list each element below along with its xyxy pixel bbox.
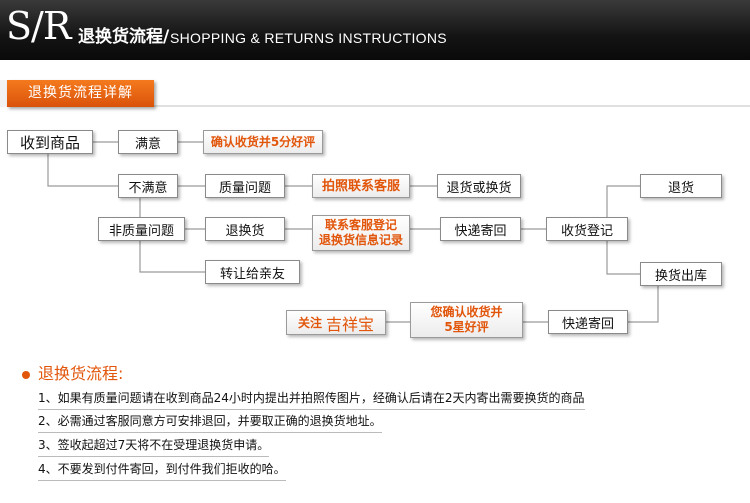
box-unsatisfied: 不满意	[118, 174, 178, 198]
box-contact-register: 联系客服登记 退换货信息记录	[312, 215, 410, 251]
follow-shop-name: 吉祥宝	[326, 314, 375, 334]
banner-title-cn: 退换货流程/	[78, 27, 170, 47]
box-refund: 退货	[640, 174, 722, 198]
section-divider	[7, 105, 750, 107]
box-follow-shop: 关注 吉祥宝	[286, 310, 386, 335]
note-item-3: 3、签收起超过7天将不在受理退换货申请。	[38, 436, 270, 457]
box-return-exchange: 退换货	[205, 217, 285, 241]
header-banner: S/R 退换货流程/ SHOPPING & RETURNS INSTRUCTIO…	[0, 0, 750, 60]
section-tag: 退换货流程详解	[7, 80, 154, 107]
box-transfer: 转让给亲友	[205, 260, 300, 284]
final-confirm-line-2: 5星好评	[444, 320, 489, 334]
note-item-1: 1、如果有质量问题请在收到商品24小时内提出并拍照传图片，经确认后请在2天内寄出…	[38, 389, 585, 410]
box-express-back: 快递寄回	[548, 310, 628, 334]
brand-logo: S/R	[6, 4, 71, 48]
box-final-confirm: 您确认收货并 5星好评	[410, 302, 523, 338]
box-return-or-exchange: 退货或换货	[437, 174, 521, 198]
box-satisfied: 满意	[118, 130, 178, 154]
notes-bullet-icon	[22, 371, 30, 379]
box-exchange-out: 换货出库	[640, 262, 722, 286]
box-photo-contact: 拍照联系客服	[312, 174, 410, 198]
follow-label: 关注	[297, 316, 322, 330]
box-receive: 收到商品	[7, 130, 93, 154]
contact-register-line-1: 联系客服登记	[324, 218, 397, 232]
box-non-quality: 非质量问题	[98, 217, 185, 241]
box-quality-issue: 质量问题	[205, 174, 285, 198]
box-receipt-register: 收货登记	[546, 217, 628, 241]
box-express-send: 快递寄回	[440, 217, 521, 241]
notes-title: 退换货流程:	[38, 364, 124, 383]
final-confirm-line-1: 您确认收货并	[430, 305, 503, 319]
box-confirm-review: 确认收货并5分好评	[203, 130, 323, 154]
contact-register-line-2: 退换货信息记录	[318, 233, 403, 247]
tag-side-bar	[0, 80, 7, 107]
note-item-2: 2、必需通过客服同意方可安排退回，并要取正确的退换货地址。	[38, 412, 382, 433]
banner-title-en: SHOPPING & RETURNS INSTRUCTIONS	[170, 30, 447, 46]
note-item-4: 4、不要发到付件寄回，到付件我们拒收的哈。	[38, 460, 286, 481]
